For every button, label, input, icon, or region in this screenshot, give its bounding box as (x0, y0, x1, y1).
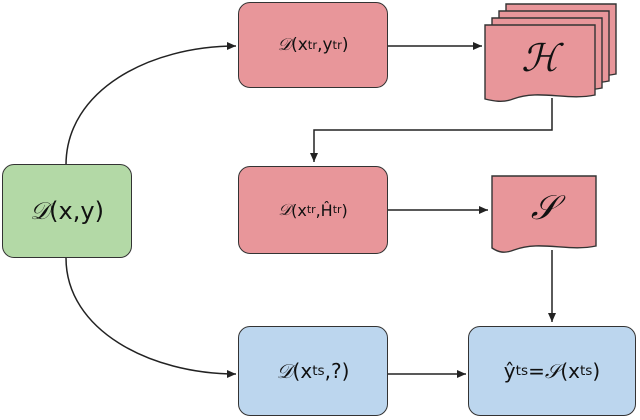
arrow-data-to-test (65, 257, 237, 378)
selected-model-label: 𝒮 (530, 188, 558, 228)
dataset-args: x,y (58, 197, 95, 225)
arrow-data-to-train (65, 42, 237, 166)
arrow-hypotheses-to-train-hyp (310, 98, 553, 162)
hypothesis-set-label: ℋ (521, 36, 559, 80)
dataset-script-d: 𝒟 (30, 197, 50, 225)
full-dataset-node: 𝒟(x,y) (2, 164, 132, 258)
hypothesis-document-stack (484, 3, 617, 102)
selected-document-shape (491, 175, 597, 253)
